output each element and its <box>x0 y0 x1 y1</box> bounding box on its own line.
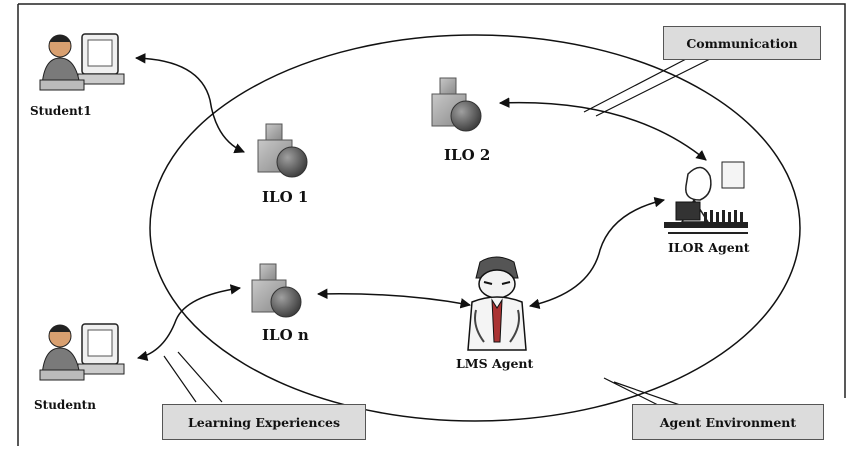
arrow-ilo2-ilor <box>498 97 707 161</box>
ilon-label: ILO n <box>262 326 309 344</box>
ilo1-label: ILO 1 <box>262 188 309 206</box>
arrow-studentn-ilon <box>136 284 242 361</box>
ilo2-icon <box>431 77 482 132</box>
studentn-icon <box>39 323 125 381</box>
student1-label: Student1 <box>30 104 92 118</box>
frame-border <box>18 3 846 398</box>
ilo1-icon <box>257 123 308 178</box>
learning-experiences-pointer <box>163 351 223 403</box>
student1-icon <box>39 33 125 91</box>
arrow-student1-ilo1 <box>134 53 245 154</box>
arrow-lms-ilor <box>528 197 666 309</box>
lms-agent-label: LMS Agent <box>456 356 534 371</box>
ilor-agent-icon <box>664 161 748 234</box>
ilor-agent-label: ILOR Agent <box>668 240 750 255</box>
callout-communication: Communication <box>663 26 821 60</box>
communication-pointer <box>583 57 713 117</box>
arrow-ilon-lms <box>316 288 472 309</box>
agent-environment-ellipse <box>149 34 801 422</box>
ilon-icon <box>251 263 302 318</box>
ilo2-label: ILO 2 <box>444 146 491 164</box>
studentn-label: Studentn <box>34 398 96 412</box>
callout-learning-experiences: Learning Experiences <box>162 404 366 440</box>
lms-agent-icon <box>467 256 527 351</box>
callout-agent-environment: Agent Environment <box>632 404 824 440</box>
